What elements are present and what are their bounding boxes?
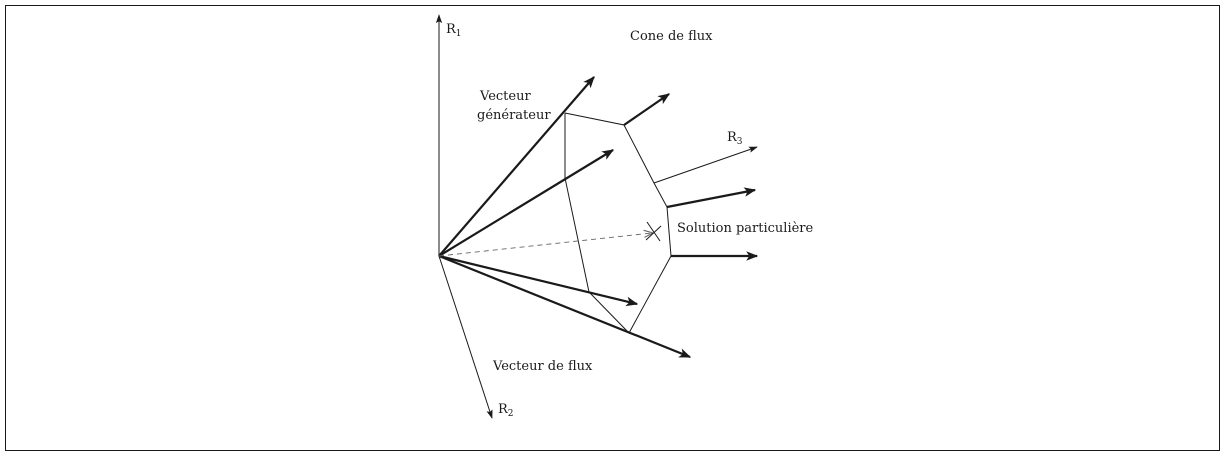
diagram-title: Cone de flux <box>630 29 713 44</box>
generator-vector-2 <box>438 149 615 257</box>
generator-vector-4 <box>438 254 692 359</box>
label-vecteur-de-flux: Vecteur de flux <box>492 359 593 374</box>
generator-vector-5 <box>623 93 670 126</box>
generator-vector-1 <box>438 76 595 257</box>
axis-r3 <box>653 146 758 184</box>
label-r2: R2 <box>498 402 514 419</box>
label-solution-particuliere: Solution particulière <box>677 221 814 236</box>
generator-vector-3 <box>438 254 639 307</box>
solution-cross-b <box>645 225 662 241</box>
cone-section-polygon <box>564 112 672 334</box>
label-r1: R1 <box>446 22 462 39</box>
figure-frame <box>5 5 1220 451</box>
axis-r2 <box>438 255 493 419</box>
label-vecteur-generateur-2: générateur <box>477 108 551 123</box>
generator-vector-6 <box>666 187 757 209</box>
label-vecteur-generateur-1: Vecteur <box>479 89 531 104</box>
label-r3: R3 <box>727 130 743 147</box>
solution-cross-a <box>646 221 661 242</box>
